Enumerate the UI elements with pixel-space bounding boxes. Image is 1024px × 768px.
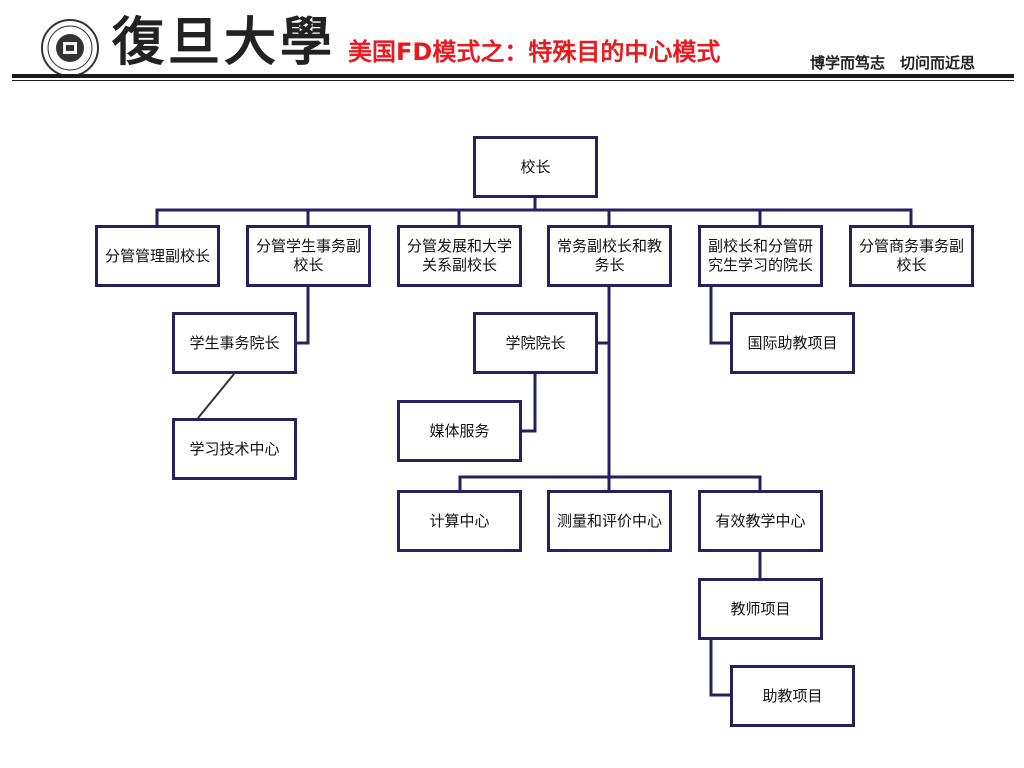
university-logo-text: 復旦大學 bbox=[112, 12, 337, 73]
node-faculty-program: 教师项目 bbox=[698, 578, 823, 640]
node-measurement-center: 测量和评价中心 bbox=[547, 490, 672, 552]
connector-media-services bbox=[520, 372, 537, 433]
node-vp-executive: 常务副校长和教务长 bbox=[547, 225, 672, 287]
header-rule-thick bbox=[12, 74, 1014, 78]
connector-intl-ta-program bbox=[709, 285, 732, 345]
header-rule-thin bbox=[12, 80, 1014, 81]
node-vp-graduate: 副校长和分管研究生学习的院长 bbox=[698, 225, 823, 287]
node-dean-student-affairs: 学生事务院长 bbox=[172, 312, 297, 374]
node-vp-management: 分管管理副校长 bbox=[95, 225, 220, 287]
connector-ta-program bbox=[709, 637, 732, 697]
node-ta-program: 助教项目 bbox=[730, 665, 855, 727]
university-motto: 博学而笃志 切问而近思 bbox=[810, 54, 976, 72]
node-effective-teaching-center: 有效教学中心 bbox=[698, 490, 823, 552]
node-president: 校长 bbox=[473, 136, 598, 198]
node-vp-student-affairs: 分管学生事务副校长 bbox=[246, 225, 371, 287]
node-learning-tech-center: 学习技术中心 bbox=[172, 418, 297, 480]
node-media-services: 媒体服务 bbox=[397, 400, 522, 462]
slide-title: 美国FD模式之：特殊目的中心模式 bbox=[348, 38, 721, 66]
node-intl-ta-program: 国际助教项目 bbox=[730, 312, 855, 374]
node-computing-center: 计算中心 bbox=[397, 490, 522, 552]
node-vp-business: 分管商务事务副校长 bbox=[849, 225, 974, 287]
connector-learning-tech-center bbox=[197, 373, 235, 419]
node-vp-development: 分管发展和大学关系副校长 bbox=[397, 225, 522, 287]
node-college-dean: 学院院长 bbox=[473, 312, 598, 374]
slide-header: 復旦大學 美国FD模式之：特殊目的中心模式 博学而笃志 切问而近思 bbox=[0, 0, 1024, 90]
connector-dean-student-affairs bbox=[293, 285, 310, 345]
